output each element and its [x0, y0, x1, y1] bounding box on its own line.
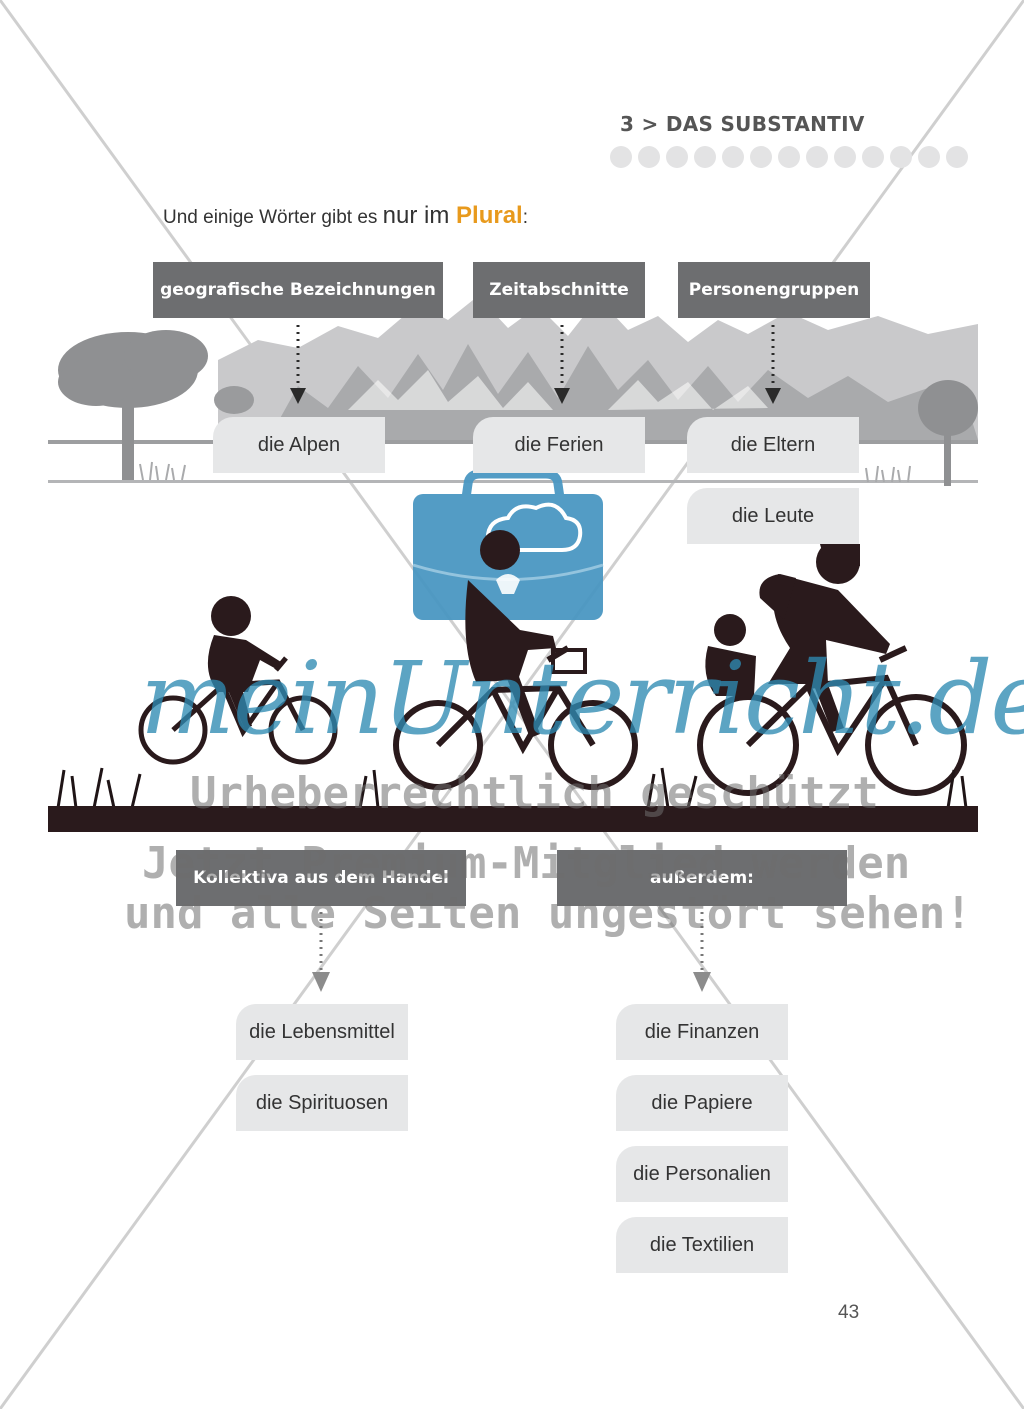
intro-emphasis: Plural — [456, 202, 523, 229]
word-die-finanzen: die Finanzen — [616, 1004, 788, 1060]
progress-dots — [610, 146, 968, 168]
chapter-heading: 3 > DAS SUBSTANTIV — [620, 112, 865, 136]
chapter-number: 3 — [620, 112, 635, 136]
word-die-textilien: die Textilien — [616, 1217, 788, 1273]
word-die-spirituosen: die Spirituosen — [236, 1075, 408, 1131]
category-header-person-groups: Personengruppen — [678, 262, 870, 318]
word-die-leute: die Leute — [687, 488, 859, 544]
watermark-brand: meinUnterricht.de — [140, 640, 1024, 757]
intro-colon: : — [522, 207, 529, 228]
word-die-alpen: die Alpen — [213, 417, 385, 473]
chapter-title: DAS SUBSTANTIV — [665, 112, 865, 136]
chapter-separator: > — [641, 112, 659, 136]
intro-sentence: Und einige Wörter gibt es nur im Plural: — [163, 202, 528, 230]
word-die-eltern: die Eltern — [687, 417, 859, 473]
category-header-collectives: Kollektiva aus dem Handel — [176, 850, 466, 906]
watermark-undisturbed: und alle Seiten ungestört sehen! — [124, 888, 972, 939]
cyclists-illustration — [48, 470, 978, 832]
page-number: 43 — [838, 1302, 860, 1323]
watermark-premium: Jetzt Premium-Mitglied werden — [142, 838, 911, 889]
word-die-lebensmittel: die Lebensmittel — [236, 1004, 408, 1060]
category-header-additionally: außerdem: — [557, 850, 847, 906]
word-die-papiere: die Papiere — [616, 1075, 788, 1131]
mountain-landscape-illustration — [48, 296, 978, 486]
category-header-geographic: geografische Bezeichnungen — [153, 262, 443, 318]
intro-text: Und einige Wörter gibt es — [163, 207, 383, 228]
word-die-personalien: die Personalien — [616, 1146, 788, 1202]
watermark-copyright: Urheberrechtlich geschützt — [190, 768, 879, 819]
word-die-ferien: die Ferien — [473, 417, 645, 473]
intro-text-large: nur im — [382, 202, 457, 229]
category-header-time-periods: Zeitabschnitte — [473, 262, 645, 318]
